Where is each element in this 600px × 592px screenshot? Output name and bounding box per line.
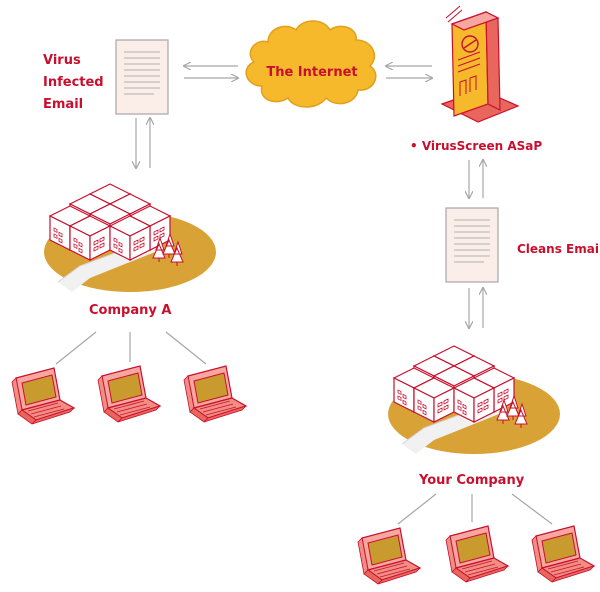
your-company-label: Your Company: [419, 473, 525, 488]
cleans-email-label: Cleans Emai: [517, 242, 599, 256]
cleaned-email-document: [445, 207, 499, 283]
your-company-connections: [397, 493, 553, 525]
email-internet-arrows: [184, 66, 238, 78]
your-company-laptop-icon: [357, 527, 421, 585]
virusscreen-server-icon: [440, 5, 520, 123]
company-a-laptop-icon: [11, 367, 75, 425]
company-a-laptop-icon: [97, 365, 161, 423]
your-company-laptop-icon: [445, 525, 509, 583]
internet-cloud-icon: The Internet: [245, 20, 377, 108]
vertical-arrows: [136, 118, 483, 328]
your-company-laptop-icon: [531, 525, 595, 583]
company-a-laptop-icon: [183, 365, 247, 423]
virus-label-line2: Infected: [43, 75, 104, 90]
company-a-label: Company A: [89, 303, 172, 318]
virusscreen-label: • VirusScreen ASaP: [410, 139, 543, 153]
virus-label-line1: Virus: [43, 53, 81, 68]
internet-server-arrows: [386, 66, 432, 78]
virus-label-line3: Email: [43, 97, 84, 112]
company-a-campus-icon: [44, 184, 216, 292]
your-company-campus-icon: [388, 346, 560, 454]
infected-email-document: [115, 39, 169, 115]
company-a-connections: [55, 331, 207, 365]
internet-label: The Internet: [266, 65, 357, 80]
